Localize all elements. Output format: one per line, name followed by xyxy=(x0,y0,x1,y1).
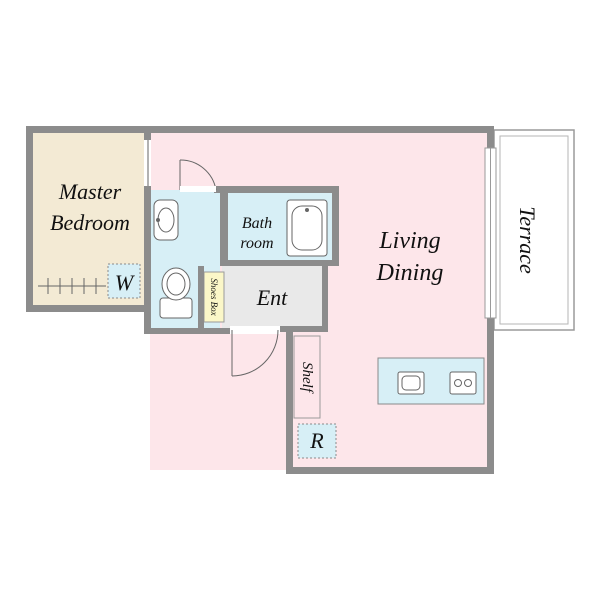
stove-icon xyxy=(449,371,477,395)
bedroom-door xyxy=(144,140,151,186)
bathroom-label-line1: Bath xyxy=(242,215,272,232)
living-dining-label-line2: Dining xyxy=(376,260,444,286)
window-right xyxy=(484,147,497,319)
closet-rail xyxy=(38,278,106,294)
shoes-box-label: Shoes Box xyxy=(209,278,219,315)
bathroom-label-line2: room xyxy=(240,235,273,252)
terrace: Terrace xyxy=(493,129,575,331)
entrance-label: Ent xyxy=(256,285,288,310)
walk-in-closet-box xyxy=(107,263,141,299)
entrance-floor xyxy=(222,266,322,328)
washbasin-icon xyxy=(153,199,179,241)
toilet-icon xyxy=(159,267,193,319)
sink-icon xyxy=(397,371,425,395)
terrace-label: Terrace xyxy=(515,206,540,274)
bathtub-icon xyxy=(286,199,328,257)
walk-in-closet-label: W xyxy=(115,270,135,295)
washroom-door xyxy=(179,159,217,192)
refrigerator-box xyxy=(297,423,337,459)
shelf-box xyxy=(293,335,321,419)
master-bedroom-label-line2: Bedroom xyxy=(50,210,130,235)
entrance-door xyxy=(230,326,280,377)
refrigerator-label: R xyxy=(309,428,324,453)
living-dining-label-line1: Living xyxy=(378,228,440,254)
shelf-label: Shelf xyxy=(299,362,315,394)
master-bedroom-label-line1: Master xyxy=(58,179,122,204)
